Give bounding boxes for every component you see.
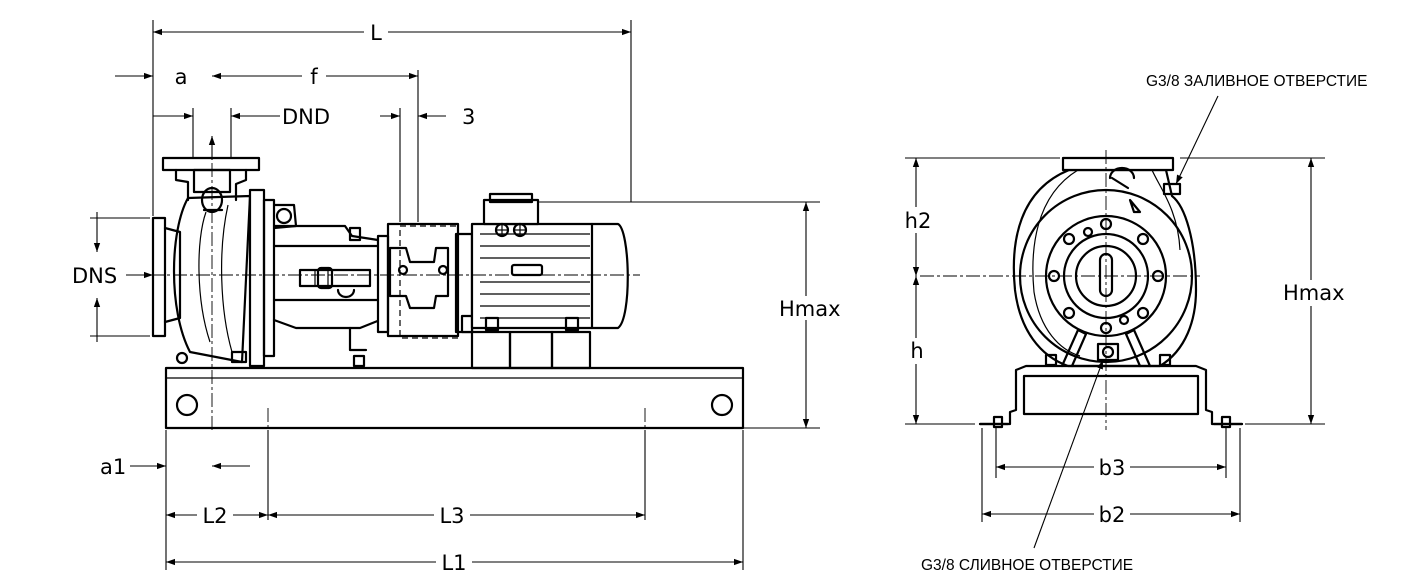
- dim-label-h2: h2: [905, 209, 932, 233]
- dim-label-L: L: [370, 21, 382, 45]
- front-view: [905, 95, 1325, 549]
- drain-port-note: G3/8 СЛИВНОЕ ОТВЕРСТИЕ: [921, 557, 1133, 574]
- base-frame: [164, 366, 745, 430]
- dim-label-a1: a1: [100, 455, 126, 479]
- front-volute: [1012, 156, 1198, 368]
- bearing-bracket: [272, 224, 382, 368]
- side-view: [90, 20, 820, 570]
- front-view-labels: h2 h Hmax b3 b2 G3/8 ЗАЛИВНОЕ ОТВЕРСТИЕ …: [900, 73, 1368, 574]
- pump-casing: [151, 156, 298, 368]
- dim-label-L3: L3: [439, 504, 464, 528]
- dim-label-b3: b3: [1099, 456, 1126, 480]
- fill-port-note: G3/8 ЗАЛИВНОЕ ОТВЕРСТИЕ: [1146, 73, 1368, 90]
- dim-label-dns: DNS: [72, 264, 117, 288]
- dim-label-L2: L2: [202, 504, 227, 528]
- side-view-labels: L a f DND 3 DNS Hmax a1 L2 L3 L1: [72, 20, 841, 575]
- front-base: [978, 364, 1244, 429]
- motor: [470, 192, 629, 370]
- dim-label-h: h: [910, 339, 923, 363]
- dim-label-b2: b2: [1099, 503, 1126, 527]
- dim-label-L1: L1: [441, 551, 466, 575]
- dim-label-hmax-front: Hmax: [1283, 281, 1345, 305]
- dim-label-hmax-side: Hmax: [779, 297, 841, 321]
- dim-label-f: f: [310, 65, 318, 89]
- coupling-guard: [376, 222, 474, 339]
- dim-label-3: 3: [462, 105, 475, 129]
- dim-label-a: a: [175, 65, 188, 89]
- dim-label-dnd: DND: [282, 105, 330, 129]
